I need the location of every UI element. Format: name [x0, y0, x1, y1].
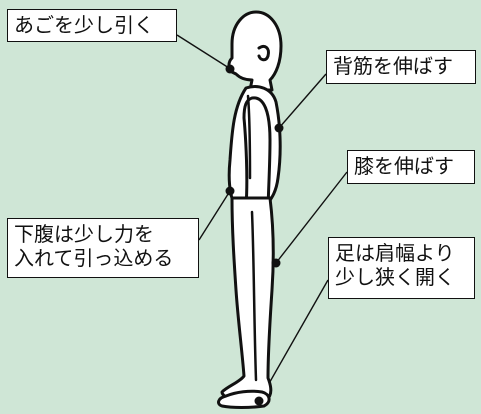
leader-line-abdomen	[198, 190, 231, 241]
callout-back-text: 背筋を伸ばす	[333, 54, 453, 78]
callout-abdomen: 下腹は少し力を 入れて引っ込める	[7, 218, 199, 278]
callout-feet: 足は肩幅より 少し狭く開く	[328, 237, 475, 299]
callout-knee: 膝を伸ばす	[347, 150, 475, 184]
callout-feet-line-1: 足は肩幅より	[335, 241, 455, 265]
callout-back: 背筋を伸ばす	[326, 50, 476, 84]
legs-outline	[220, 196, 275, 404]
callout-feet-line-2: 少し狭く開く	[335, 265, 455, 289]
back-marker-dot	[274, 123, 284, 133]
callout-abdomen-line-2: 入れて引っ込める	[14, 246, 174, 270]
leg-inner-line	[250, 210, 258, 382]
leader-line-back	[278, 73, 327, 129]
shoulder-line	[246, 94, 252, 180]
callout-knee-text: 膝を伸ばす	[354, 154, 454, 178]
ear-outline	[257, 44, 270, 62]
knee-marker-dot	[271, 258, 281, 268]
callout-chin: あごを少し引く	[7, 9, 177, 42]
abdomen-marker-dot	[225, 186, 235, 196]
chin-marker-dot	[225, 64, 235, 74]
callout-chin-text: あごを少し引く	[14, 13, 154, 37]
feet-marker-dot	[254, 396, 264, 406]
leader-line-chin	[176, 34, 230, 69]
callout-abdomen-line-1: 下腹は少し力を	[14, 222, 154, 246]
head-outline	[227, 10, 283, 92]
leader-line-knee	[275, 171, 348, 264]
